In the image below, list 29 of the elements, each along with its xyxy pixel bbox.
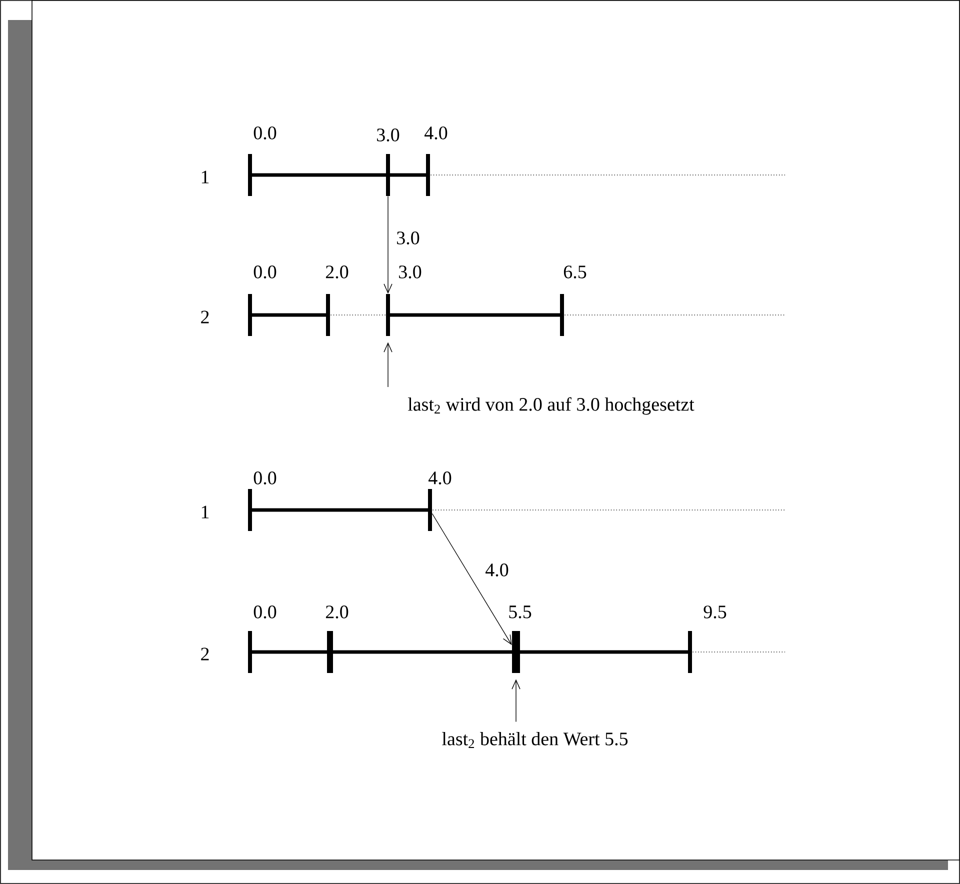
tick-label: 4.0 — [428, 472, 452, 484]
tick-label: 6.5 — [564, 266, 586, 278]
note-text: last$_{2}$ wird von 2.0 auf 3.0 hochgesetzt — [408, 397, 694, 415]
tick-mark — [386, 294, 390, 336]
tick-label: 2.0 — [326, 606, 348, 618]
tick-mark — [386, 154, 390, 196]
tick-label: 0.0 — [254, 606, 276, 618]
tick-label: 2.0 — [326, 266, 348, 278]
arrow — [512, 679, 520, 722]
arrow — [384, 342, 392, 388]
tick-label: 0.0 — [254, 266, 276, 278]
tick-mark — [428, 489, 432, 531]
tick-label: 1 — [202, 170, 209, 184]
edge-label: 3.0 — [395, 230, 421, 246]
tick-label: 9.5 — [704, 606, 726, 618]
arrow — [384, 196, 392, 294]
tick-label: 3.0 — [399, 266, 422, 278]
tick-label: 4.0 — [424, 126, 448, 140]
tick-label: 5.5 — [509, 606, 532, 618]
note-text: last$_{2}$ behält den Wert 5.5 — [442, 732, 628, 748]
tick-label: 1 — [202, 506, 209, 518]
tick-label: 3.0 — [377, 128, 400, 142]
arrow — [432, 513, 512, 646]
tick-label: 2 — [201, 310, 209, 324]
tick-mark — [512, 631, 520, 673]
edge-label: 4.0 — [484, 562, 510, 578]
tick-label: 0.0 — [254, 472, 276, 484]
tick-label: 2 — [201, 648, 209, 660]
tick-label: 0.0 — [254, 126, 276, 140]
